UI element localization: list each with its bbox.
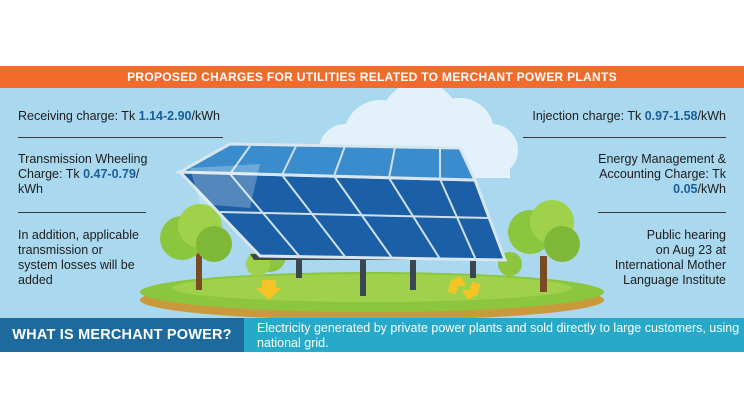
- receiving-charge: Receiving charge: Tk 1.14-2.90/kWh: [18, 109, 220, 124]
- left-divider-2: [18, 212, 146, 213]
- receiving-charge-value: 1.14-2.90: [138, 109, 192, 123]
- footer-label: WHAT IS MERCHANT POWER?: [0, 318, 244, 352]
- losses-line-1: In addition, applicable: [18, 228, 139, 242]
- transmission-unit: kWh: [18, 182, 43, 196]
- energy-unit: /kWh: [697, 182, 726, 196]
- transmission-value: 0.47-0.79: [83, 167, 136, 181]
- banner-title: PROPOSED CHARGES FOR UTILITIES RELATED T…: [0, 66, 744, 88]
- footer-bar: WHAT IS MERCHANT POWER? Electricity gene…: [0, 318, 744, 352]
- hearing-line-2: on Aug 23 at: [655, 243, 726, 257]
- footer-description: Electricity generated by private power p…: [257, 321, 740, 350]
- tree-right-illustration: [498, 200, 580, 292]
- energy-line-1: Energy Management &: [598, 152, 726, 166]
- losses-line-4: added: [18, 273, 53, 287]
- arrow-cycle-icon: [448, 276, 480, 300]
- injection-charge-value: 0.97-1.58: [644, 109, 698, 123]
- hearing-line-3: International Mother: [614, 258, 726, 272]
- hearing-line-1: Public hearing: [646, 228, 726, 242]
- transmission-line-1: Transmission Wheeling: [18, 152, 148, 166]
- losses-line-3: system losses will be: [18, 258, 135, 272]
- grass-ground-illustration: [140, 272, 604, 318]
- losses-line-2: transmission or: [18, 243, 103, 257]
- energy-management-charge: Energy Management & Accounting Charge: T…: [598, 152, 726, 197]
- infographic-card: PROPOSED CHARGES FOR UTILITIES RELATED T…: [0, 66, 744, 352]
- public-hearing-note: Public hearing on Aug 23 at Internationa…: [615, 228, 726, 288]
- transmission-unit-slash: /: [135, 167, 140, 181]
- left-divider-1: [18, 137, 223, 138]
- solar-panels-illustration: [174, 142, 508, 262]
- arrow-down-icon: [256, 280, 282, 300]
- receiving-charge-label: Receiving charge: Tk: [18, 109, 139, 123]
- injection-charge-label: Injection charge: Tk: [532, 109, 645, 123]
- transmission-charge: Transmission Wheeling Charge: Tk 0.47-0.…: [18, 152, 147, 197]
- receiving-charge-unit: /kWh: [191, 109, 220, 123]
- injection-charge-unit: /kWh: [697, 109, 726, 123]
- transmission-label: Charge: Tk: [18, 167, 84, 181]
- right-divider-1: [523, 137, 726, 138]
- energy-value: 0.05: [673, 182, 698, 196]
- system-losses-note: In addition, applicable transmission or …: [18, 228, 139, 288]
- hearing-line-4: Language Institute: [623, 273, 726, 287]
- solar-scene-illustration: [140, 88, 604, 318]
- energy-line-2: Accounting Charge: Tk: [599, 167, 726, 181]
- injection-charge: Injection charge: Tk 0.97-1.58/kWh: [532, 109, 726, 124]
- right-divider-2: [598, 212, 726, 213]
